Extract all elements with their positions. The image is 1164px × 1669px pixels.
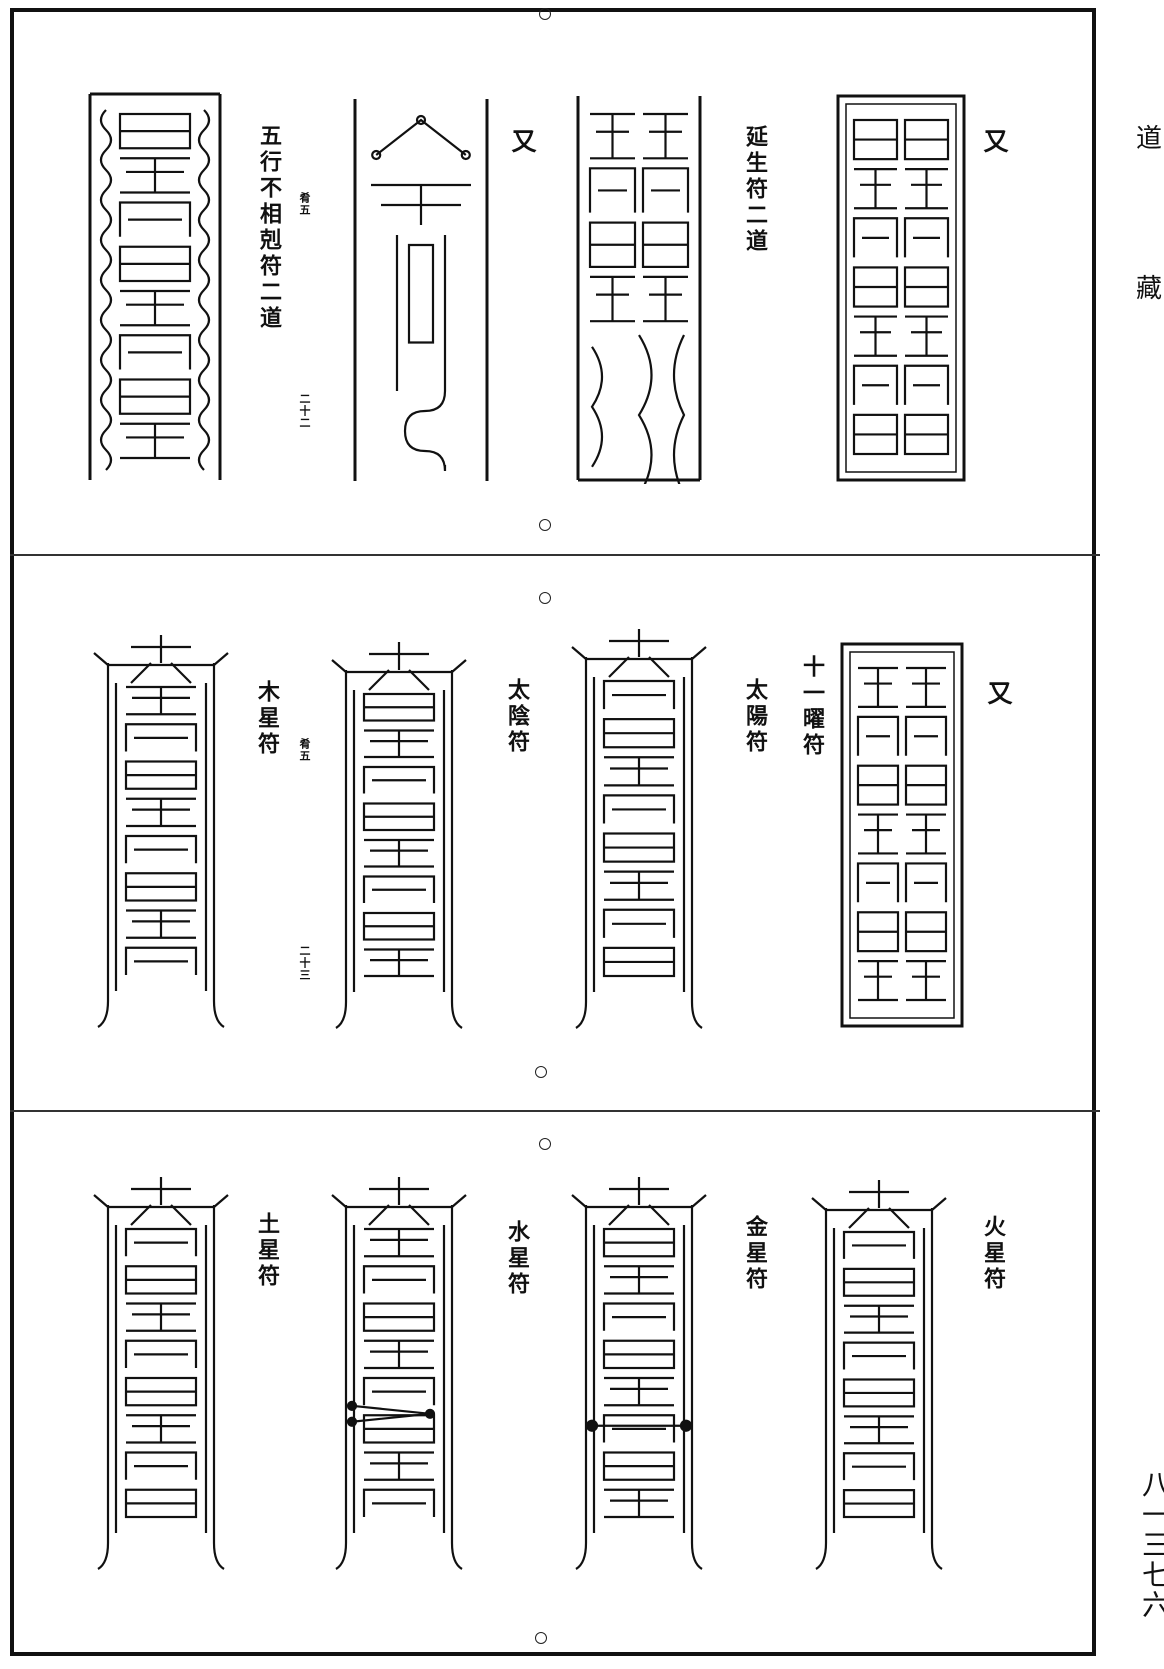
register-circle <box>539 8 551 20</box>
talisman-label: 十一曜符 <box>799 655 825 759</box>
talisman-label: 太陽符 <box>742 678 768 756</box>
talisman-figure <box>808 1178 950 1573</box>
talisman-figure <box>351 95 491 485</box>
talisman-figure <box>568 1175 710 1573</box>
register-circle <box>539 519 551 531</box>
talisman-label: 木星符 <box>254 680 280 758</box>
register-circle <box>535 1632 547 1644</box>
talisman-figure <box>86 90 224 484</box>
margin-title-char: 藏 <box>1136 274 1163 304</box>
talisman-label: 太陰符 <box>504 678 530 756</box>
talisman-label: 又 <box>984 680 1013 709</box>
annotation: 肴五 <box>298 192 311 216</box>
talisman-figure <box>834 92 968 484</box>
talisman-label: 土星符 <box>254 1212 280 1290</box>
page-border <box>10 8 1096 1656</box>
talisman-label: 火星符 <box>980 1215 1006 1293</box>
register-circle <box>539 592 551 604</box>
annotation: 二十二 <box>298 393 311 429</box>
talisman-figure <box>328 640 470 1032</box>
margin-title-char: 道 <box>1136 124 1163 154</box>
annotation: 二十三 <box>298 945 311 981</box>
talisman-figure <box>568 627 710 1032</box>
talisman-figure <box>328 1175 470 1573</box>
talisman-figure <box>574 92 704 484</box>
register-circle <box>535 1066 547 1078</box>
talisman-label: 五行不相剋符二道 <box>256 124 282 332</box>
page-number: 八一三七六 <box>1138 1470 1164 1620</box>
talisman-label: 金星符 <box>742 1215 768 1293</box>
register-circle <box>539 1138 551 1150</box>
talisman-figure <box>838 640 966 1030</box>
talisman-label: 又 <box>980 128 1009 157</box>
talisman-label: 水星符 <box>504 1220 530 1298</box>
row-divider <box>10 554 1100 556</box>
annotation: 肴五 <box>298 738 311 762</box>
talisman-figure <box>90 1175 232 1573</box>
row-divider <box>10 1110 1100 1112</box>
talisman-figure <box>90 633 232 1031</box>
talisman-label: 又 <box>508 128 537 157</box>
talisman-label: 延生符二道 <box>742 125 768 255</box>
